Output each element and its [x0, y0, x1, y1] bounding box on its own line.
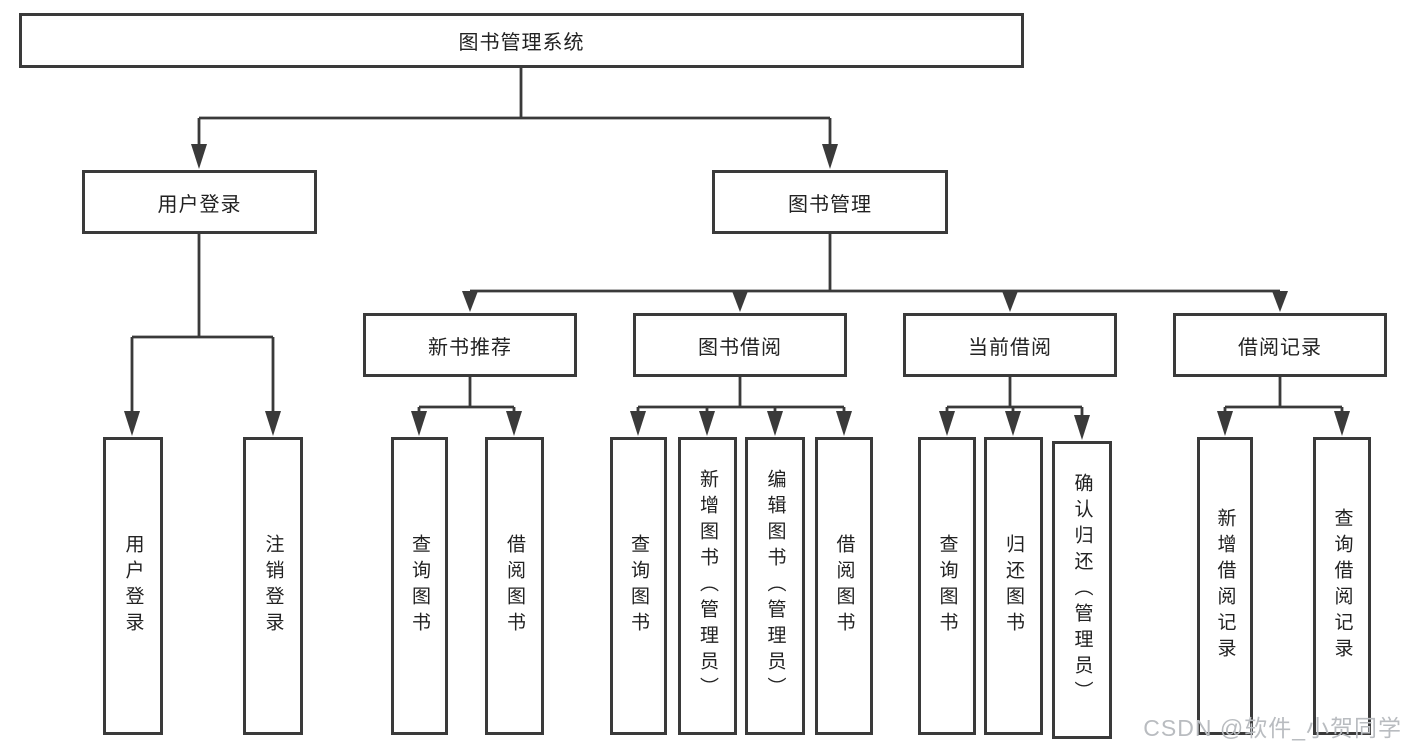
node-borrowing-records: 借阅记录	[1173, 313, 1387, 377]
leaf-add-borrow-record: 新增借阅记录	[1197, 437, 1253, 735]
node-label: 新增借阅记录	[1214, 508, 1236, 664]
node-book-management: 图书管理	[712, 170, 948, 234]
node-label: 新增图书（管理员）	[697, 469, 718, 703]
node-new-book-recommend: 新书推荐	[363, 313, 577, 377]
leaf-return-books: 归还图书	[984, 437, 1043, 735]
leaf-edit-books-admin: 编辑图书（管理员）	[745, 437, 805, 735]
node-label: 借阅图书	[833, 534, 855, 638]
node-label: 查询借阅记录	[1331, 508, 1353, 664]
node-label: 用户登录	[157, 193, 242, 216]
node-label: 新书推荐	[428, 336, 512, 359]
node-label: 确认归还（管理员）	[1071, 473, 1093, 707]
leaf-query-books-current: 查询图书	[918, 437, 976, 735]
node-label: 图书管理系统	[458, 32, 585, 54]
leaf-logout: 注销登录	[243, 437, 303, 735]
node-label: 查询图书	[628, 534, 649, 638]
node-user-login-group: 用户登录	[82, 170, 317, 234]
node-label: 注销登录	[262, 534, 284, 638]
node-current-borrowing: 当前借阅	[903, 313, 1117, 377]
node-label: 编辑图书（管理员）	[764, 469, 786, 703]
node-label: 归还图书	[1003, 534, 1024, 638]
arrowheads	[124, 144, 1350, 440]
node-system-root: 图书管理系统	[19, 13, 1024, 68]
node-label: 图书管理	[788, 193, 872, 216]
leaf-query-books-borrow: 查询图书	[610, 437, 667, 735]
leaf-confirm-return-admin: 确认归还（管理员）	[1052, 441, 1112, 739]
node-label: 查询图书	[936, 534, 958, 638]
node-label: 用户登录	[122, 534, 144, 638]
node-label: 查询图书	[409, 534, 430, 638]
node-label: 当前借阅	[968, 336, 1052, 359]
leaf-borrow-books: 借阅图书	[815, 437, 873, 735]
leaf-query-books-recommend: 查询图书	[391, 437, 448, 735]
node-label: 借阅图书	[504, 534, 525, 638]
leaf-borrow-books-recommend: 借阅图书	[485, 437, 544, 735]
node-book-borrowing: 图书借阅	[633, 313, 847, 377]
leaf-user-login: 用户登录	[103, 437, 163, 735]
watermark: CSDN @软件_小贺同学	[1143, 715, 1402, 741]
leaf-query-borrow-record: 查询借阅记录	[1313, 437, 1371, 735]
node-label: 借阅记录	[1238, 336, 1322, 359]
node-label: 图书借阅	[698, 336, 782, 359]
leaf-add-books-admin: 新增图书（管理员）	[678, 437, 737, 735]
